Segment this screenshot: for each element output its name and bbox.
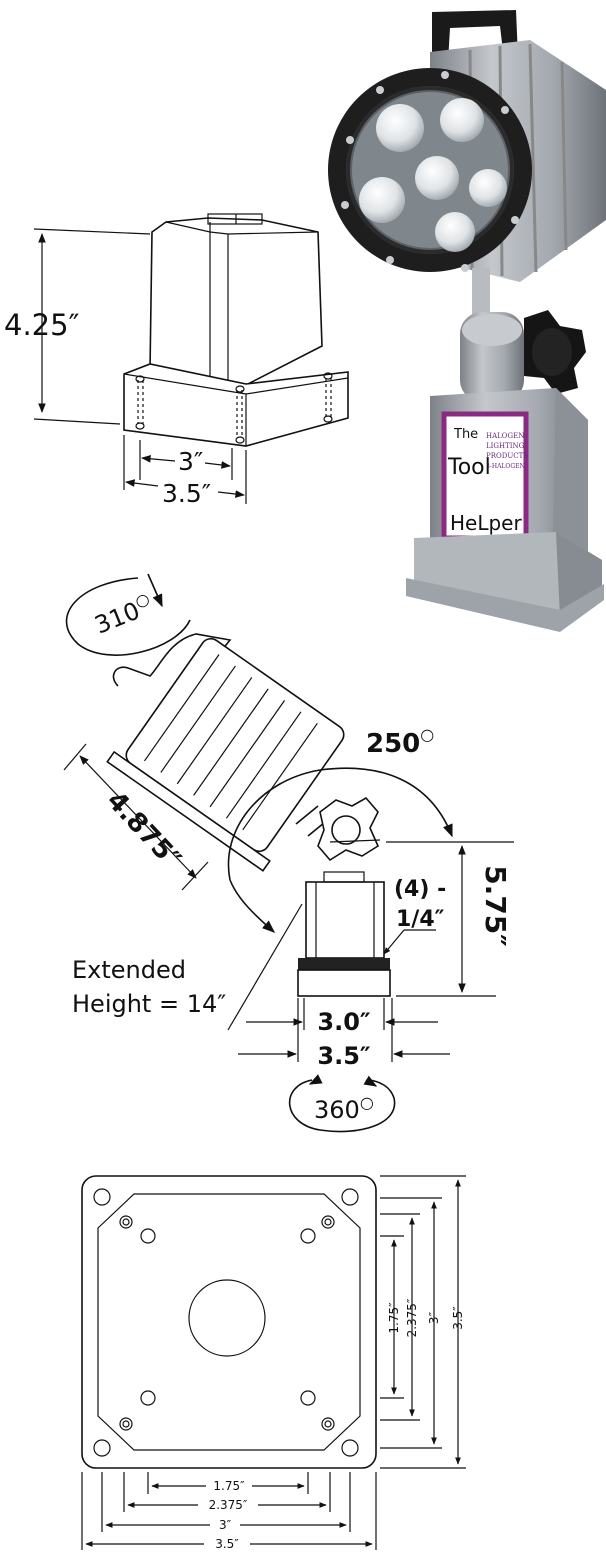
plate-h-dim-3: 3″	[219, 1518, 232, 1532]
extended-height-line1: Extended	[72, 956, 186, 984]
badge-line-the: The	[453, 427, 478, 442]
mount-screw-size-label: 1/4″	[396, 907, 445, 932]
plate-v-dim-2: 2.375″	[405, 1298, 419, 1337]
side-view-drawing	[63, 573, 514, 1133]
plate-v-dim-1: 1.75″	[387, 1302, 401, 1334]
base-inner-width-label: 3.0″	[317, 1008, 371, 1036]
extended-height-line2: Height = 14″	[72, 990, 226, 1018]
badge-line-helper: HeLper	[450, 511, 522, 535]
base-rotation-label: 360○	[314, 1093, 374, 1124]
tilt-angle-label: 250○	[366, 725, 434, 759]
plate-h-dim-2: 2.375″	[209, 1498, 248, 1512]
badge-side-3: PRODUCTS	[486, 452, 528, 460]
plate-h-dim-1: 1.75″	[213, 1479, 245, 1493]
top-inner-width-label: 3″	[178, 447, 203, 476]
badge-side-4: 3-HALOGEN	[486, 463, 525, 470]
top-base-drawing	[33, 213, 349, 504]
top-outer-width-label: 3.5″	[162, 479, 211, 508]
plate-v-dim-3: 3″	[427, 1311, 441, 1324]
top-height-label: 4.25″	[4, 308, 80, 342]
plate-v-dim-4: 3.5″	[451, 1306, 465, 1330]
top-rotation-label: 310○	[90, 588, 157, 639]
lamp-photo	[328, 10, 606, 632]
base-outer-width-label: 3.5″	[317, 1042, 371, 1070]
plate-h-dim-4: 3.5″	[215, 1537, 239, 1551]
badge-side-1: HALOGEN	[486, 432, 524, 440]
mount-screws-label: (4) -	[394, 877, 446, 902]
badge-line-tool: Tool	[447, 455, 491, 480]
bottom-plate-drawing	[81, 1175, 466, 1550]
badge-side-2: LIGHTING	[486, 442, 525, 450]
arm-height-label: 5.75″	[479, 865, 512, 947]
